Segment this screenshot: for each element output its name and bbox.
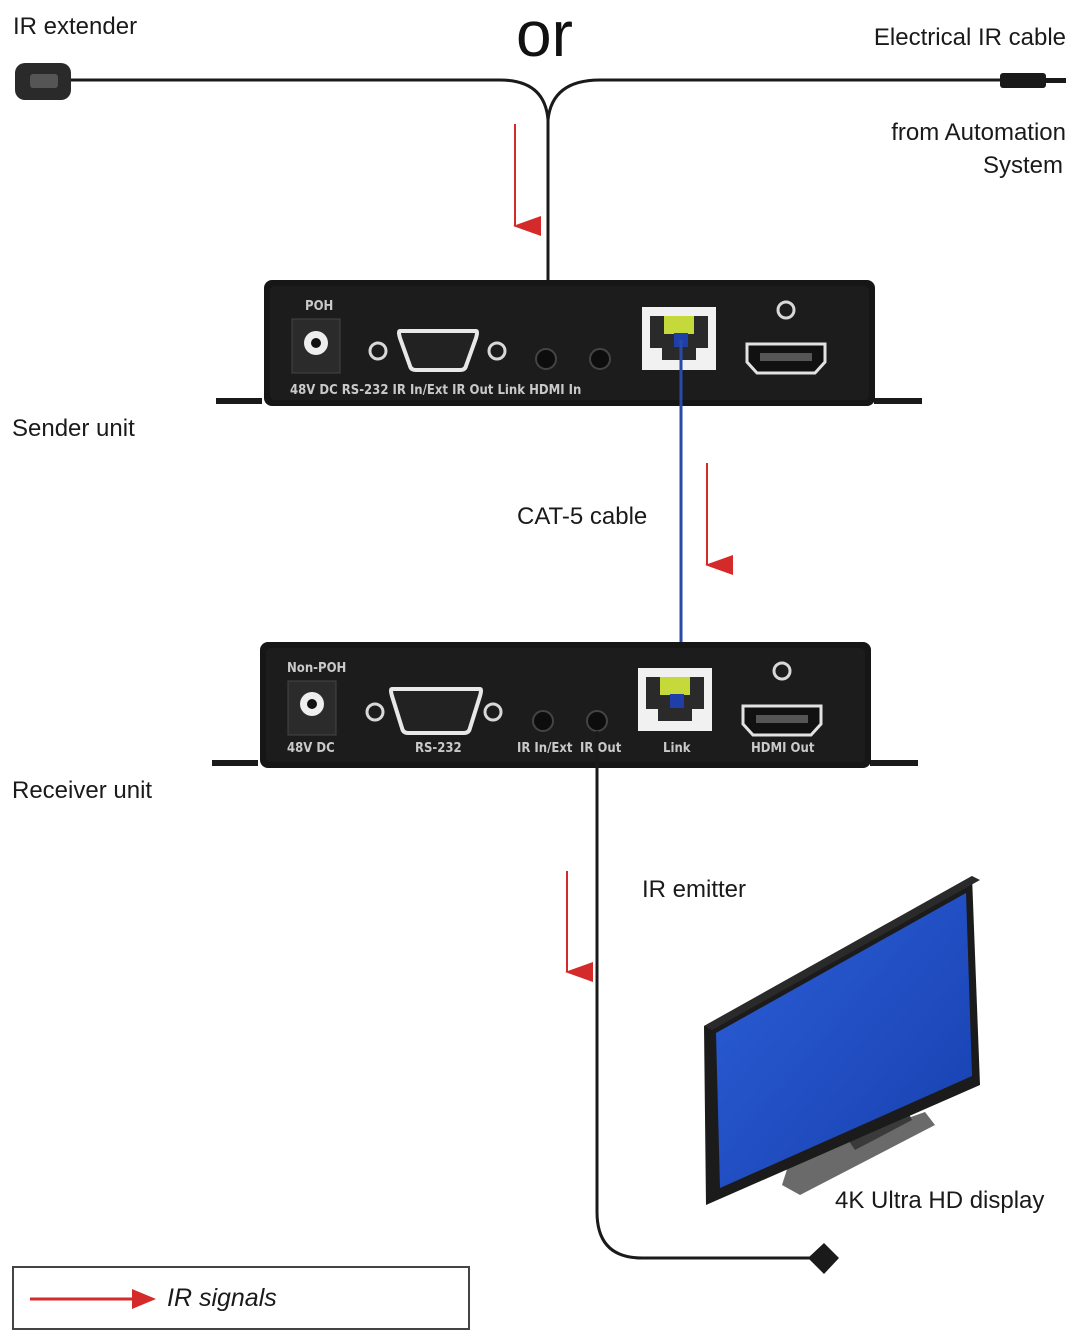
receiver-unit-label: Receiver unit: [12, 777, 153, 804]
cat5-cable-label: CAT-5 cable: [517, 503, 648, 530]
or-label: or: [516, 0, 573, 70]
hdmi-in-port-icon: [745, 300, 827, 375]
dc-power-jack-icon: [287, 680, 337, 736]
display-label: 4K Ultra HD display: [835, 1187, 1045, 1214]
legend: IR signals: [12, 1266, 470, 1330]
sender-unit: POH 48V DC RS-232 IR In/Ext IR Out Link …: [216, 280, 922, 406]
receiver-dc-label: 48V DC: [287, 741, 335, 756]
ir-emitter-icon: [808, 1243, 839, 1274]
receiver-link-label: Link: [663, 741, 691, 756]
ir-input-cables: [71, 78, 1003, 282]
sender-port-labels: 48V DC RS-232 IR In/Ext IR Out Link HDMI…: [290, 383, 581, 398]
legend-label: IR signals: [167, 1284, 277, 1312]
receiver-hdmi-out-label: HDMI Out: [751, 741, 815, 756]
sender-poh-label: POH: [305, 299, 333, 314]
rs232-port-icon: [368, 329, 507, 372]
system-label: System: [982, 152, 1063, 179]
ir-emitter-label: IR emitter: [642, 876, 747, 903]
receiver-ir-in-label: IR In/Ext: [517, 741, 573, 756]
rs232-port-icon: [365, 687, 503, 735]
receiver-poh-label: Non-POH: [287, 661, 346, 676]
ir-out-port-icon: [586, 710, 608, 732]
dc-power-jack-icon: [291, 318, 341, 374]
link-rj45-port-icon: [638, 668, 712, 731]
electrical-ir-plug-icon: [1000, 73, 1066, 88]
receiver-unit: Non-POH 48V DC RS-232 IR In/Ext IR O: [212, 642, 918, 768]
display-icon: [704, 876, 980, 1205]
electrical-ir-cable-label: Electrical IR cable: [873, 24, 1066, 51]
ir-extender-label: IR extender: [13, 13, 138, 40]
link-rj45-port-icon: [642, 307, 716, 370]
from-automation-label: from Automation: [891, 119, 1066, 146]
ir-in-port-icon: [532, 710, 554, 732]
receiver-ir-out-label: IR Out: [580, 741, 622, 756]
hdmi-out-port-icon: [741, 661, 823, 737]
ir-extender-icon: [15, 63, 71, 100]
legend-arrow-icon: [30, 1289, 156, 1309]
receiver-rs232-label: RS-232: [415, 741, 462, 756]
ir-in-port-icon: [535, 348, 557, 370]
ir-out-port-icon: [589, 348, 611, 370]
sender-unit-label: Sender unit: [12, 415, 135, 442]
ir-emitter-cable: [595, 731, 818, 1260]
